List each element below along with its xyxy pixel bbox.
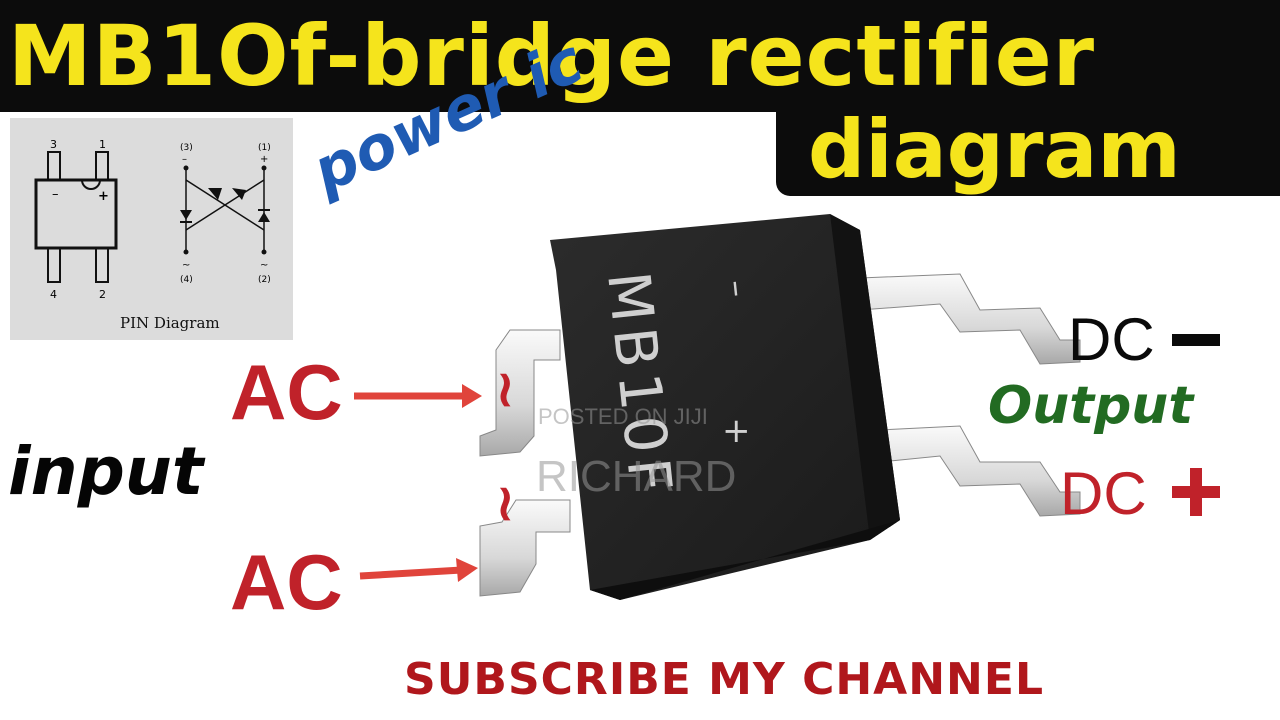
chip-plus-mark: + (722, 411, 751, 451)
package-outline (34, 178, 118, 250)
schem-tilde-right: ~ (260, 260, 268, 271)
pin-diagram-caption: PIN Diagram (120, 314, 220, 332)
package-plus: + (98, 189, 109, 204)
ac-tilde-top: ~ (475, 368, 536, 412)
schem-label-1: (1) (258, 143, 271, 153)
package-minus: – (52, 187, 59, 202)
dc-minus-label: DC (1068, 306, 1155, 373)
schem-label-2: (2) (258, 275, 271, 285)
ac-arrows (354, 384, 482, 582)
pin-3 (47, 151, 61, 181)
output-label: Output (988, 376, 1194, 436)
dc-plus-label: DC (1060, 460, 1147, 527)
pin-label-4: 4 (50, 288, 57, 301)
pin-diagram-graphic: 3 1 4 2 – + (3) (1) – + ~ ~ (4) (2) (34, 138, 271, 301)
diode-cross-1 (208, 188, 222, 200)
lead-dc-minus (859, 273, 1081, 365)
watermark-line2: RICHARD (536, 452, 737, 501)
title-bar (0, 0, 1280, 112)
lead-ac-top (479, 329, 561, 457)
pin-4 (47, 247, 61, 283)
pin-2 (95, 247, 109, 283)
ac-arrow-bottom-head (456, 558, 478, 582)
schem-label-3: (3) (180, 143, 193, 153)
schem-label-4: (4) (180, 275, 193, 285)
diode-right (258, 212, 270, 222)
ac-arrow-bottom (359, 566, 463, 580)
input-label: input (8, 433, 204, 510)
schem-tilde-left: ~ (182, 260, 190, 271)
subscribe-banner: SUBSCRIBE MY CHANNEL (404, 654, 1044, 705)
plus-sign-icon-vertical (1190, 468, 1202, 516)
pin-label-2: 2 (99, 288, 106, 301)
ac-label-bottom: AC (230, 538, 343, 626)
page-title: MB1Of-bridge rectifier (8, 7, 1096, 105)
title-box-line2 (776, 112, 1280, 196)
minus-sign-icon (1172, 334, 1220, 346)
ac-tilde-bottom: ~ (475, 482, 536, 526)
pin-label-1: 1 (99, 138, 106, 151)
ac-label-top: AC (230, 348, 343, 436)
chip-body (550, 214, 900, 600)
pin-1 (95, 151, 109, 181)
lead-ac-bottom (479, 499, 571, 597)
package-notch (81, 179, 101, 190)
lead-dc-plus (879, 425, 1081, 517)
diode-left (180, 210, 192, 220)
ac-arrow-top-head (462, 384, 482, 408)
diode-cross-2 (232, 188, 246, 200)
chip-minus-mark: – (716, 278, 758, 299)
schem-minus: – (182, 154, 187, 165)
pin-diagram-panel: 3 1 4 2 – + (3) (1) – + ~ ~ (4) (2) (10, 118, 293, 340)
pin-label-3: 3 (50, 138, 57, 151)
chip-illustration: MB10F – + (479, 214, 1081, 600)
schem-plus: + (260, 154, 268, 165)
watermark-line1: POSTED ON JIJI (538, 404, 708, 429)
page-title-line2: diagram (808, 103, 1181, 196)
